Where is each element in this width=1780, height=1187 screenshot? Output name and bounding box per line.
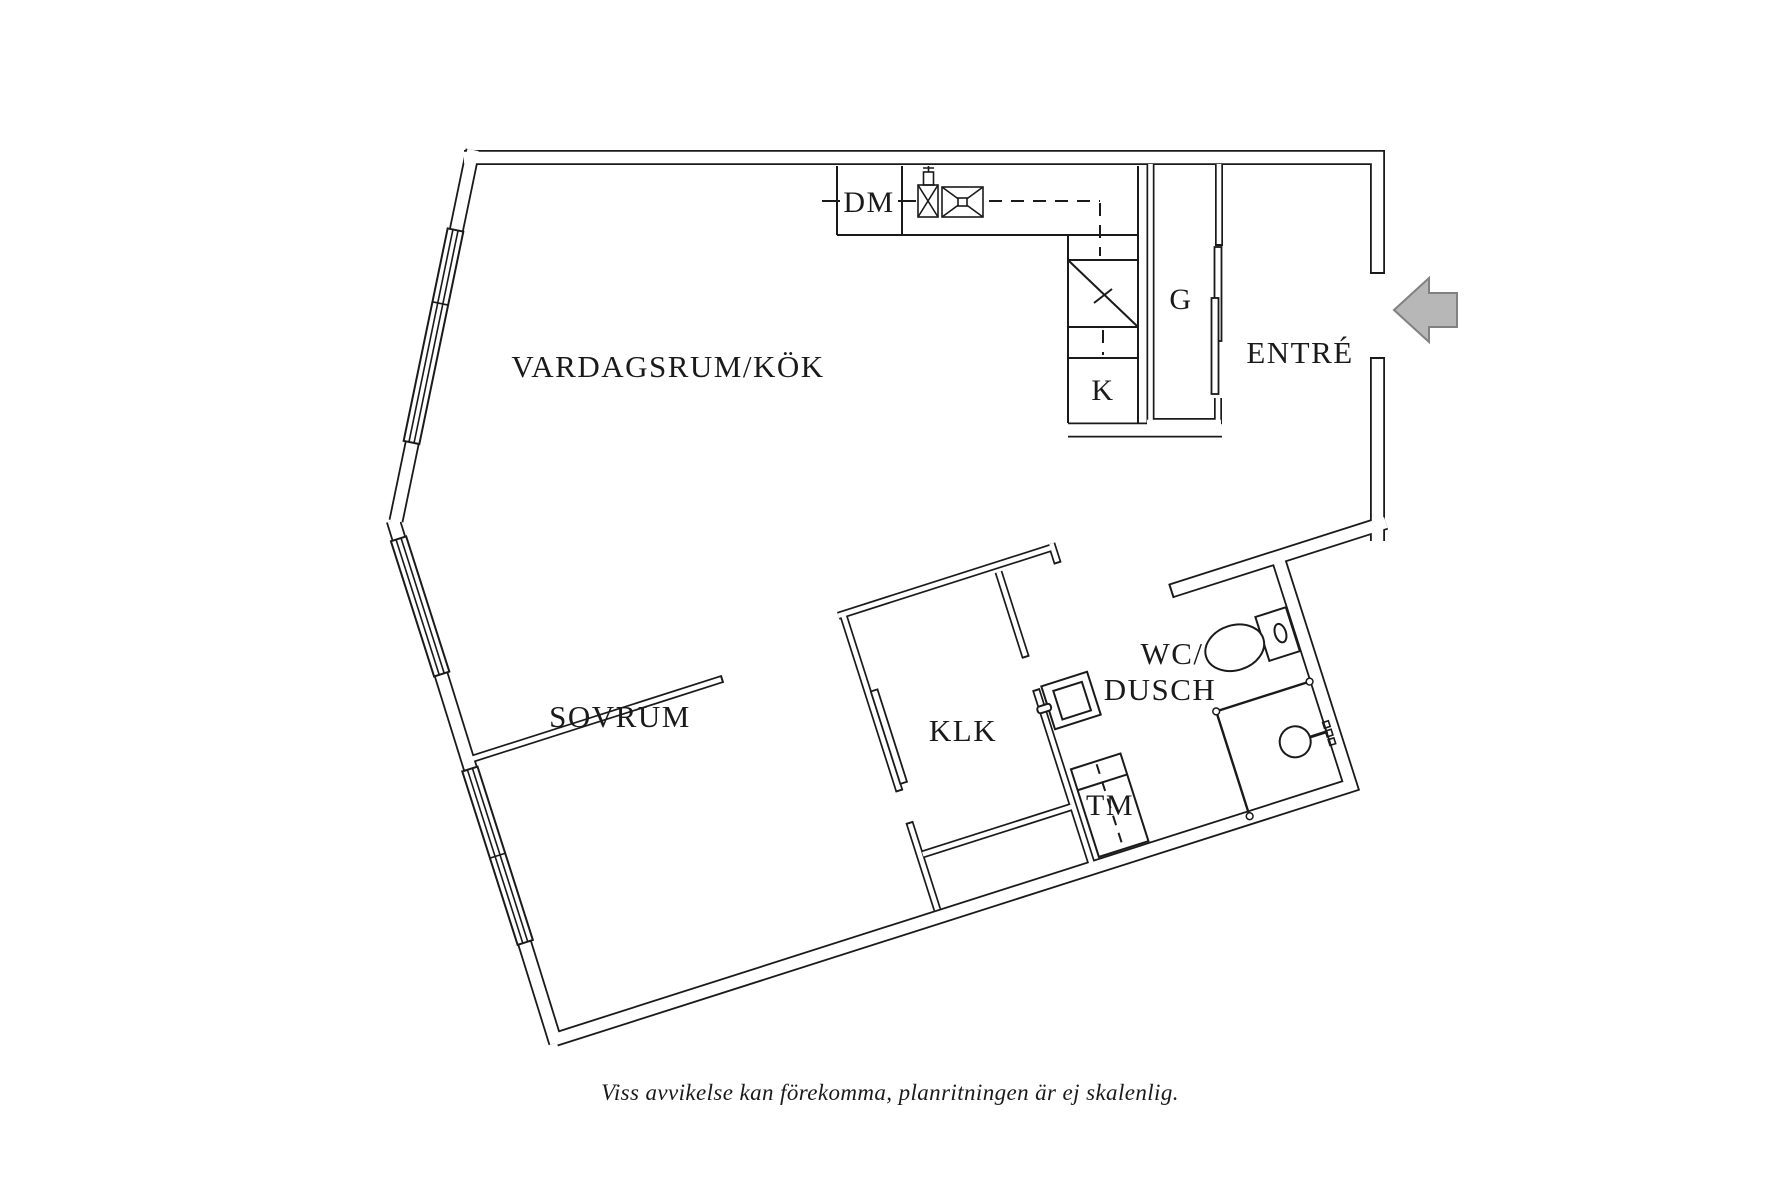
wall-end-caps [719,244,1385,826]
bathroom-sink-icon [1036,670,1102,731]
wall-joint-patches [391,152,1384,1044]
room-label-bedroom: SOVRUM [549,699,691,734]
room-label-living: VARDAGSRUM/KÖK [511,349,824,384]
bathroom-fixtures [1036,606,1337,859]
room-label-wc-line1: WC/ [1140,636,1203,671]
window-icon [402,227,465,446]
room-label-dishwasher: DM [843,186,894,219]
window-icon [461,765,535,947]
shower-icon [1212,677,1337,821]
windows [389,227,535,947]
entrance-arrow-icon [1392,275,1458,345]
corner-cabinet-diagonal [1068,260,1138,327]
room-label-washer: TM [1086,789,1134,822]
sliding-door-panel [869,688,909,785]
window-icon [389,535,451,678]
room-label-fridge: K [1091,374,1114,407]
sliding-door-panel [1210,297,1220,395]
room-label-closet: KLK [929,713,997,748]
washing-machine-icon [1069,752,1150,859]
walls [386,148,1389,1047]
kitchen-counter [822,166,1139,423]
room-label-wardrobe: G [1169,283,1192,316]
sliding-doors [869,246,1223,785]
disclaimer-caption: Viss avvikelse kan förekomma, planritnin… [601,1080,1179,1105]
room-label-wc-line2: DUSCH [1104,672,1217,707]
kitchen-sink-icon [917,166,984,218]
cabinet-handle-tick [1093,288,1113,304]
room-label-entry: ENTRÉ [1246,335,1353,370]
toilet-icon [1204,606,1302,673]
